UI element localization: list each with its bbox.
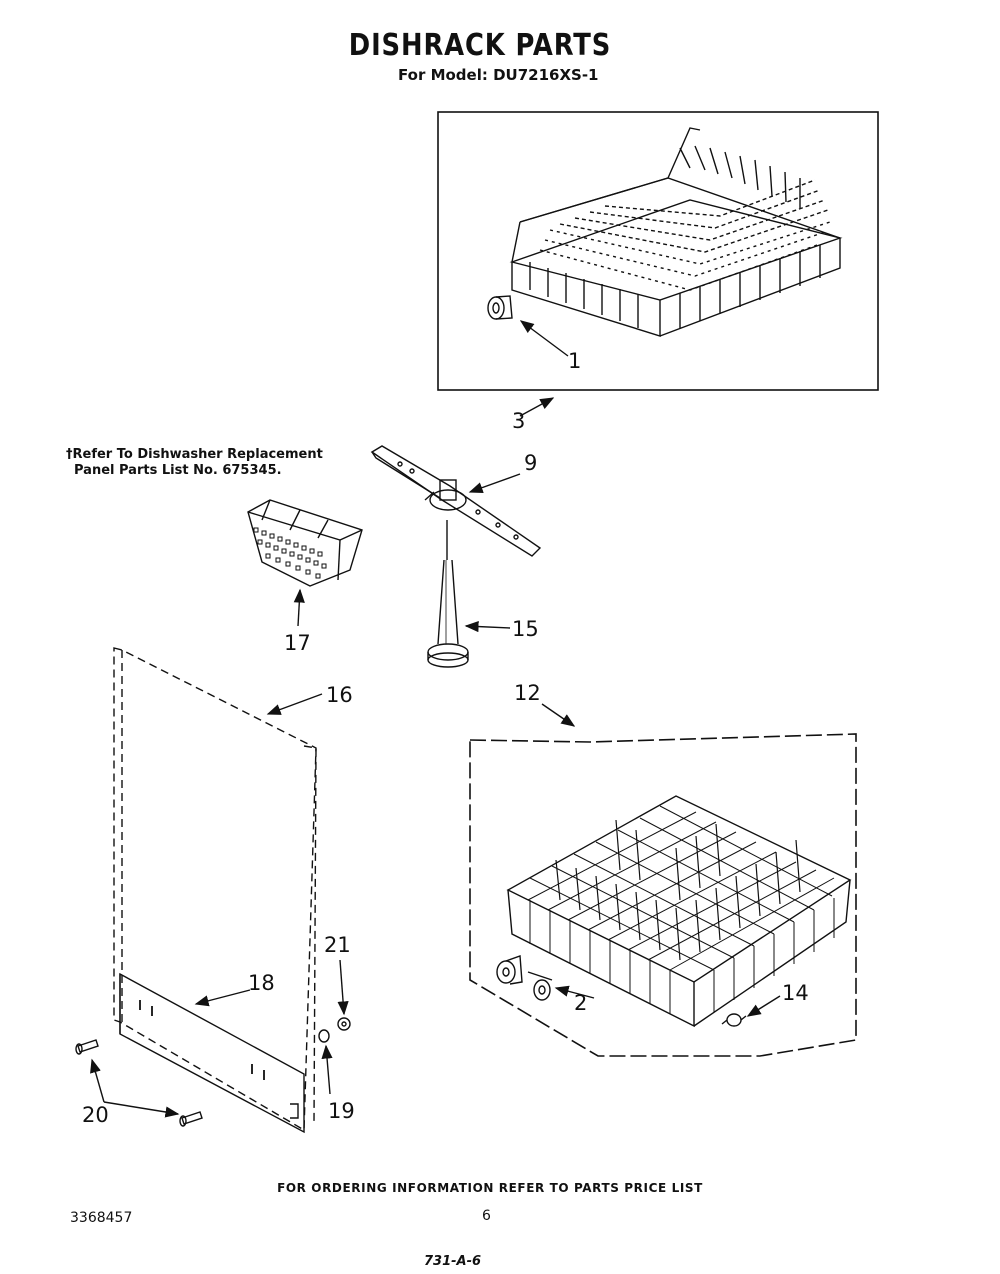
- callout-20: 20: [82, 1103, 109, 1127]
- callout-3: 3: [512, 409, 525, 433]
- leader-21: [337, 959, 349, 1016]
- lower-rack-illustration: [496, 795, 852, 1028]
- page-number: 6: [482, 1208, 491, 1224]
- trim-strip-illustration: [119, 972, 305, 1134]
- leader-20b: [103, 1101, 180, 1118]
- leader-1: [519, 320, 569, 357]
- callout-18: 18: [248, 971, 275, 995]
- note-line-2: Panel Parts List No. 675345.: [74, 463, 282, 478]
- spray-arm-illustration: [370, 445, 542, 557]
- screw-right-illustration: [179, 1111, 203, 1127]
- callout-9: 9: [524, 451, 537, 475]
- handwritten-code: 731-A-6: [424, 1254, 482, 1269]
- ordering-info-footer: FOR ORDERING INFORMATION REFER TO PARTS …: [277, 1181, 703, 1195]
- callout-2: 2: [574, 991, 587, 1015]
- replacement-panel-illustration: [113, 647, 317, 1132]
- callout-19: 19: [328, 1099, 355, 1123]
- callout-16: 16: [326, 683, 353, 707]
- leader-3: [519, 397, 555, 417]
- callout-21: 21: [324, 933, 351, 957]
- leader-15: [464, 620, 511, 633]
- leader-2: [554, 985, 595, 999]
- spray-tower-illustration: [427, 520, 469, 668]
- model-subtitle: For Model: DU7216XS-1: [398, 66, 599, 84]
- leader-12: [541, 703, 576, 727]
- page-title: DISHRACK PARTS: [348, 28, 612, 63]
- leader-19: [321, 1044, 333, 1095]
- clip-nut-illustration: [318, 1017, 351, 1043]
- callout-15: 15: [512, 617, 539, 641]
- silverware-basket-illustration: [247, 499, 363, 587]
- callout-17: 17: [284, 631, 311, 655]
- document-number: 3368457: [70, 1210, 133, 1226]
- leader-20a: [90, 1058, 105, 1103]
- callout-12: 12: [514, 681, 541, 705]
- callout-14: 14: [782, 981, 809, 1005]
- note-line-1: †Refer To Dishwasher Replacement: [66, 447, 323, 462]
- leader-14: [746, 995, 781, 1017]
- lower-rack-frame: [469, 733, 857, 1057]
- replacement-panel-note: †Refer To Dishwasher Replacement Panel P…: [66, 447, 323, 479]
- leader-18: [194, 989, 251, 1007]
- upper-rack-illustration: [487, 127, 843, 337]
- leader-16: [266, 693, 323, 715]
- leader-17: [293, 588, 305, 627]
- upper-rack-frame: [437, 111, 879, 391]
- callout-1: 1: [568, 349, 581, 373]
- leader-9: [468, 473, 521, 494]
- screw-left-illustration: [75, 1039, 99, 1055]
